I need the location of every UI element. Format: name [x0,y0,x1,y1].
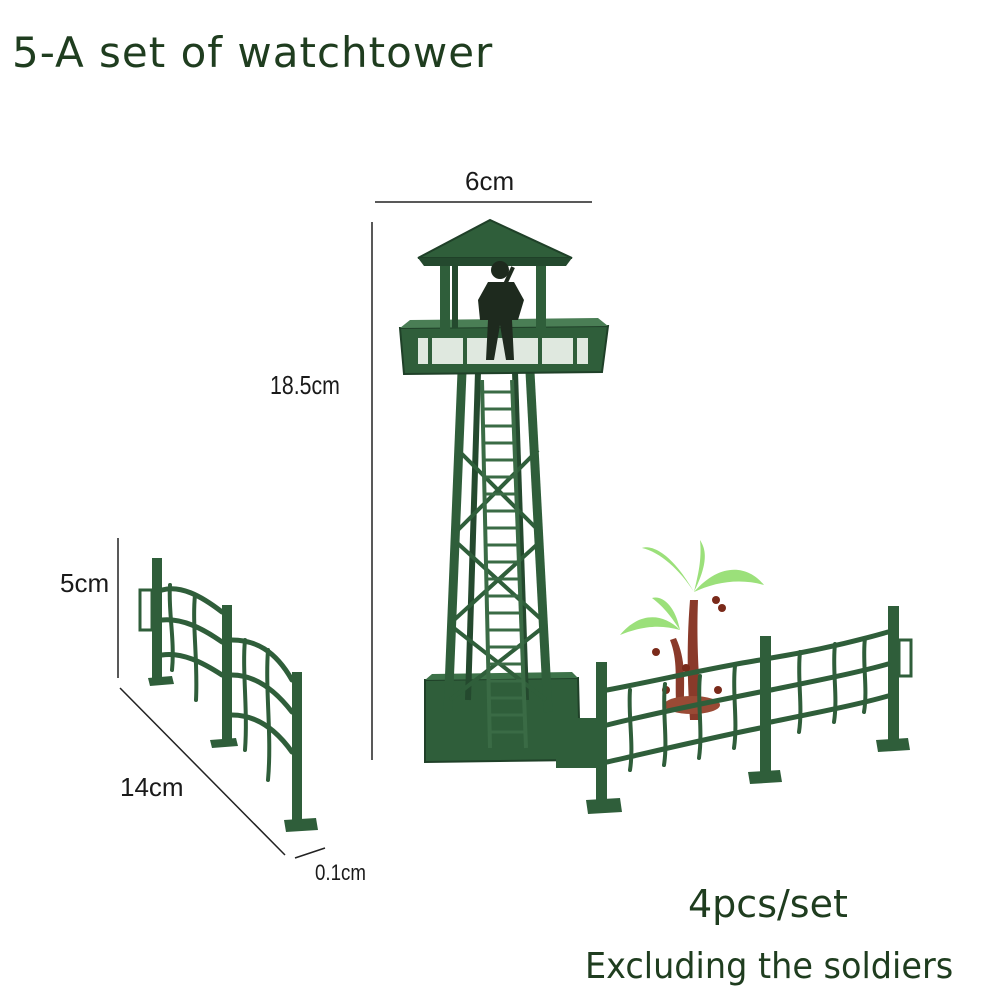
watchtower [398,218,610,764]
soldier-figure [478,261,524,360]
product-title: 5-A set of watchtower [12,28,494,77]
palm-tree [620,540,764,720]
tower-height-label: 18.5cm [270,370,340,400]
fence-thickness-dimension-line [294,847,326,859]
fence-height-label: 5cm [60,568,110,598]
fence-left [138,558,318,832]
fence-right [556,606,913,814]
ladder-rungs [482,390,526,734]
fence-length-dimension-line [119,687,286,856]
fence-thickness-label: 0.1cm [315,860,366,885]
quantity-label: 4pcs/set [688,882,848,926]
dimension-lines [117,201,592,859]
tower-width-label: 6cm [465,166,515,196]
fence-length-label: 14cm [120,772,184,802]
exclusion-note: Excluding the soldiers [585,946,954,987]
